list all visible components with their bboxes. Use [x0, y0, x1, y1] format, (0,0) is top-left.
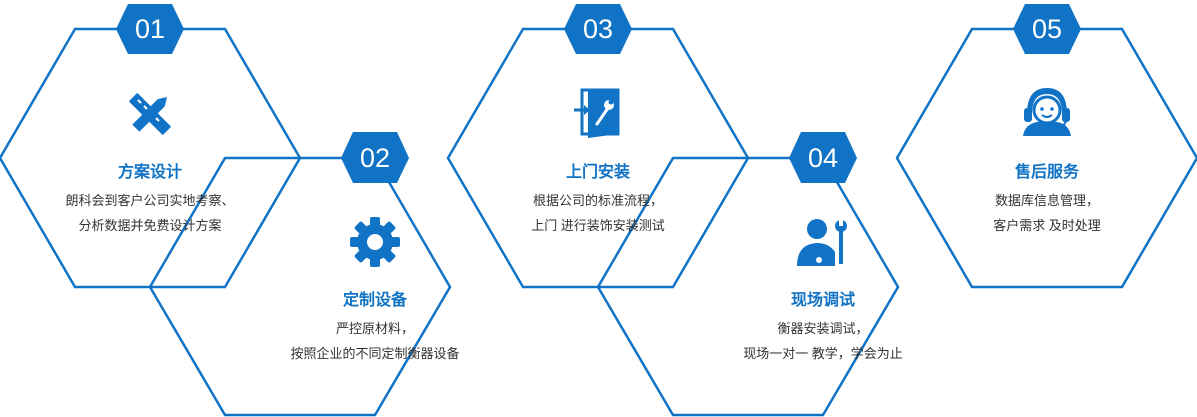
badge-hex-1 — [116, 4, 184, 54]
step-number-1: 01 — [134, 14, 166, 44]
step-desc-2: 严控原材料， 按照企业的不同定制衡器设备 — [245, 316, 505, 366]
badge-hex-5 — [1013, 4, 1081, 54]
hexagon-step-1 — [0, 27, 302, 289]
hexagon-step-3 — [446, 27, 750, 289]
badge-hex-3 — [564, 4, 632, 54]
step-title-5: 售后服务 — [1014, 164, 1079, 181]
step-desc-2-line1: 严控原材料， — [335, 321, 414, 336]
step-desc-5: 数据库信息管理， 客户需求 及时处理 — [917, 188, 1177, 238]
step-number-4: 04 — [807, 143, 839, 173]
step-number-3: 03 — [582, 14, 614, 44]
headset-agent-icon — [1023, 88, 1071, 136]
step-desc-1-line1: 朗科会到客户公司实地考察、 — [65, 193, 235, 208]
step-desc-1-line2: 分析数据并免费设计方案 — [78, 218, 222, 233]
step-title-2: 定制设备 — [342, 292, 407, 309]
step-desc-2-line2: 按照企业的不同定制衡器设备 — [290, 346, 460, 361]
design-tools-icon — [129, 93, 171, 135]
step-desc-4-line1: 衡器安装调试， — [777, 321, 869, 336]
door-wrench-icon — [574, 88, 620, 138]
step-desc-3: 根据公司的标准流程， 上门 进行装饰安装测试 — [468, 188, 728, 238]
step-desc-5-line2: 客户需求 及时处理 — [993, 218, 1101, 233]
badge-hex-2 — [341, 132, 409, 183]
step-desc-3-line2: 上门 进行装饰安装测试 — [531, 218, 665, 233]
step-title-1: 方案设计 — [117, 164, 182, 181]
step-title-3: 上门安装 — [565, 164, 630, 181]
badge-hex-4 — [789, 132, 857, 183]
step-number-5: 05 — [1031, 14, 1063, 44]
worker-wrench-icon — [797, 219, 847, 266]
step-desc-3-line1: 根据公司的标准流程， — [532, 193, 663, 208]
hexagon-step-5 — [895, 27, 1197, 289]
step-desc-4: 衡器安装调试， 现场一对一 教学，学会为止 — [693, 316, 953, 366]
step-number-2: 02 — [359, 143, 391, 173]
gear-icon — [350, 217, 400, 267]
step-title-4: 现场调试 — [790, 292, 855, 309]
step-desc-5-line1: 数据库信息管理， — [994, 193, 1099, 208]
step-desc-4-line2: 现场一对一 教学，学会为止 — [743, 346, 903, 361]
step-desc-1: 朗科会到客户公司实地考察、 分析数据并免费设计方案 — [20, 188, 280, 238]
